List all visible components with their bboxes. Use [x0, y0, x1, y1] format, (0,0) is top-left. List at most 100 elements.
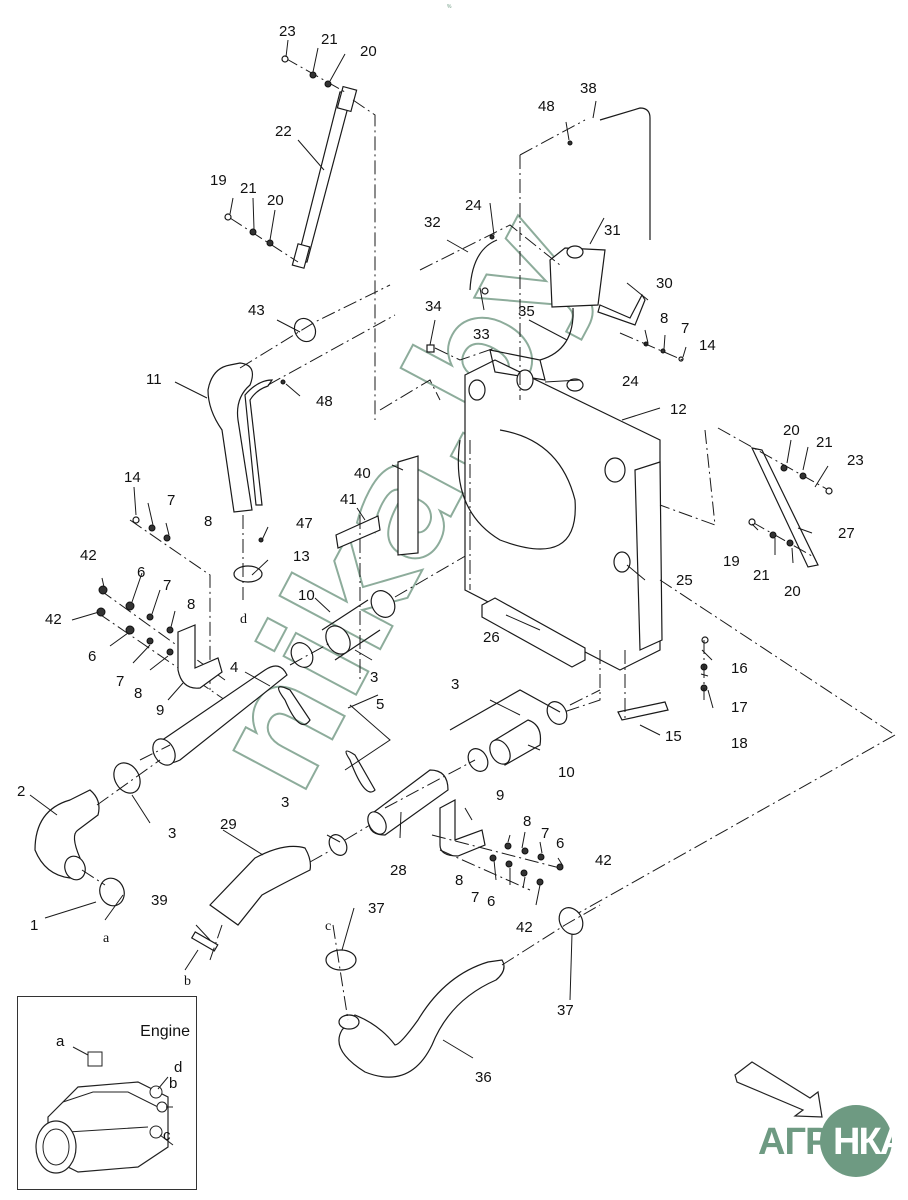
callout-19b: 19 [723, 553, 740, 570]
callout-8c: 8 [134, 685, 142, 702]
washer-21b-icon [249, 228, 257, 236]
callout-3d: 3 [281, 794, 289, 811]
radiator-12 [464, 359, 661, 671]
callout-5: 5 [376, 696, 384, 713]
logo-circle [820, 1105, 892, 1177]
intercooler-hose-assembly [139, 529, 511, 793]
washer-20b-icon [266, 239, 274, 247]
callout-14: 14 [124, 469, 141, 486]
callout-24: 24 [465, 197, 482, 214]
callout-3c: 3 [168, 825, 176, 842]
hose-35 [539, 307, 574, 361]
callout-1: 1 [30, 917, 38, 934]
reservoir-assembly [419, 107, 686, 400]
callout-3b: 3 [451, 676, 459, 693]
callout-4: 4 [230, 659, 238, 676]
callout-6d: 6 [487, 893, 495, 910]
strut-22 [296, 91, 353, 263]
callout-23b: 23 [847, 452, 864, 469]
lower-radiator-hose-assembly [325, 904, 601, 1078]
frame-25 [634, 461, 663, 651]
callout-20d: 20 [784, 583, 801, 600]
callout-37b: 37 [557, 1002, 574, 1019]
sensor-39 [190, 931, 219, 952]
inset-title: Engine [140, 1023, 190, 1040]
right-strut-assembly [700, 427, 833, 700]
callout-7c: 7 [116, 673, 124, 690]
callout-21d: 21 [753, 567, 770, 584]
callout-42: 42 [80, 547, 97, 564]
callout-10: 10 [298, 587, 315, 604]
clamp-37a-icon [325, 949, 357, 971]
lower-left-hose-assembly [34, 759, 371, 961]
tube-38 [599, 107, 651, 240]
callout-21c: 21 [816, 434, 833, 451]
callout-22: 22 [275, 123, 292, 140]
direction-arrow [734, 1061, 823, 1118]
callout-42c: 42 [595, 852, 612, 869]
callout-37: 37 [368, 900, 385, 917]
inset-label-c: c [163, 1127, 171, 1144]
callout-17: 17 [731, 699, 748, 716]
callout-42d: 42 [516, 919, 533, 936]
callout-47: 47 [296, 515, 313, 532]
callout-8f: 8 [455, 872, 463, 889]
callout-39: 39 [151, 892, 168, 909]
callout-34: 34 [425, 298, 442, 315]
pad-41 [335, 515, 381, 549]
plate-15 [617, 701, 669, 721]
bracket-9b [439, 799, 486, 857]
callout-12: 12 [670, 401, 687, 418]
callout-29: 29 [220, 816, 237, 833]
washer-21-icon [309, 71, 317, 79]
callout-27: 27 [838, 525, 855, 542]
callout-23: 23 [279, 23, 296, 40]
upper-hose-assembly [207, 284, 396, 600]
callout-26: 26 [483, 629, 500, 646]
clamp-43-icon [293, 317, 317, 343]
callout-42b: 42 [45, 611, 62, 628]
leader-lines [29, 39, 829, 1059]
ref-letter-b: b [184, 974, 191, 989]
callout-7f: 7 [471, 889, 479, 906]
inset-label-d: d [174, 1059, 183, 1076]
callout-20c: 20 [783, 422, 800, 439]
callout-14b: 14 [699, 337, 716, 354]
callout-19: 19 [210, 172, 227, 189]
clamp-1-icon [99, 877, 125, 907]
lower-pipe-assembly [367, 689, 601, 891]
inset-label-a: a [56, 1033, 65, 1050]
callout-30: 30 [656, 275, 673, 292]
callout-33: 33 [473, 326, 490, 343]
upper-strut-assembly [224, 55, 376, 420]
engine-illustration [35, 1046, 174, 1174]
top-mark: % [447, 4, 452, 10]
callout-7e: 7 [541, 825, 549, 842]
clamp-13-icon [233, 565, 263, 583]
callout-7d: 7 [681, 320, 689, 337]
tube-32 [469, 239, 498, 291]
callout-32: 32 [424, 214, 441, 231]
hose-29 [209, 845, 312, 926]
elbow-2 [34, 789, 100, 879]
agronika-logo: АГРО НКА [755, 1105, 907, 1185]
callout-35: 35 [518, 303, 535, 320]
washer-20-icon [324, 80, 332, 88]
callout-15: 15 [665, 728, 682, 745]
callout-6: 6 [137, 564, 145, 581]
callout-20: 20 [360, 43, 377, 60]
callout-21b: 21 [240, 180, 257, 197]
radiator-assembly [335, 349, 896, 916]
u-clip-5 [278, 686, 311, 725]
bracket-30 [597, 293, 646, 326]
bolt-23-icon [281, 55, 289, 63]
callout-8: 8 [204, 513, 212, 530]
callout-10b: 10 [558, 764, 575, 781]
callout-2: 2 [17, 783, 25, 800]
callout-21: 21 [321, 31, 338, 48]
callout-labels: 23 21 20 22 19 21 20 43 11 48 14 7 8 42 … [17, 23, 864, 1086]
reservoir-31 [549, 247, 606, 308]
callout-36: 36 [475, 1069, 492, 1086]
engine-inset: Engine a d b c [17, 996, 197, 1190]
